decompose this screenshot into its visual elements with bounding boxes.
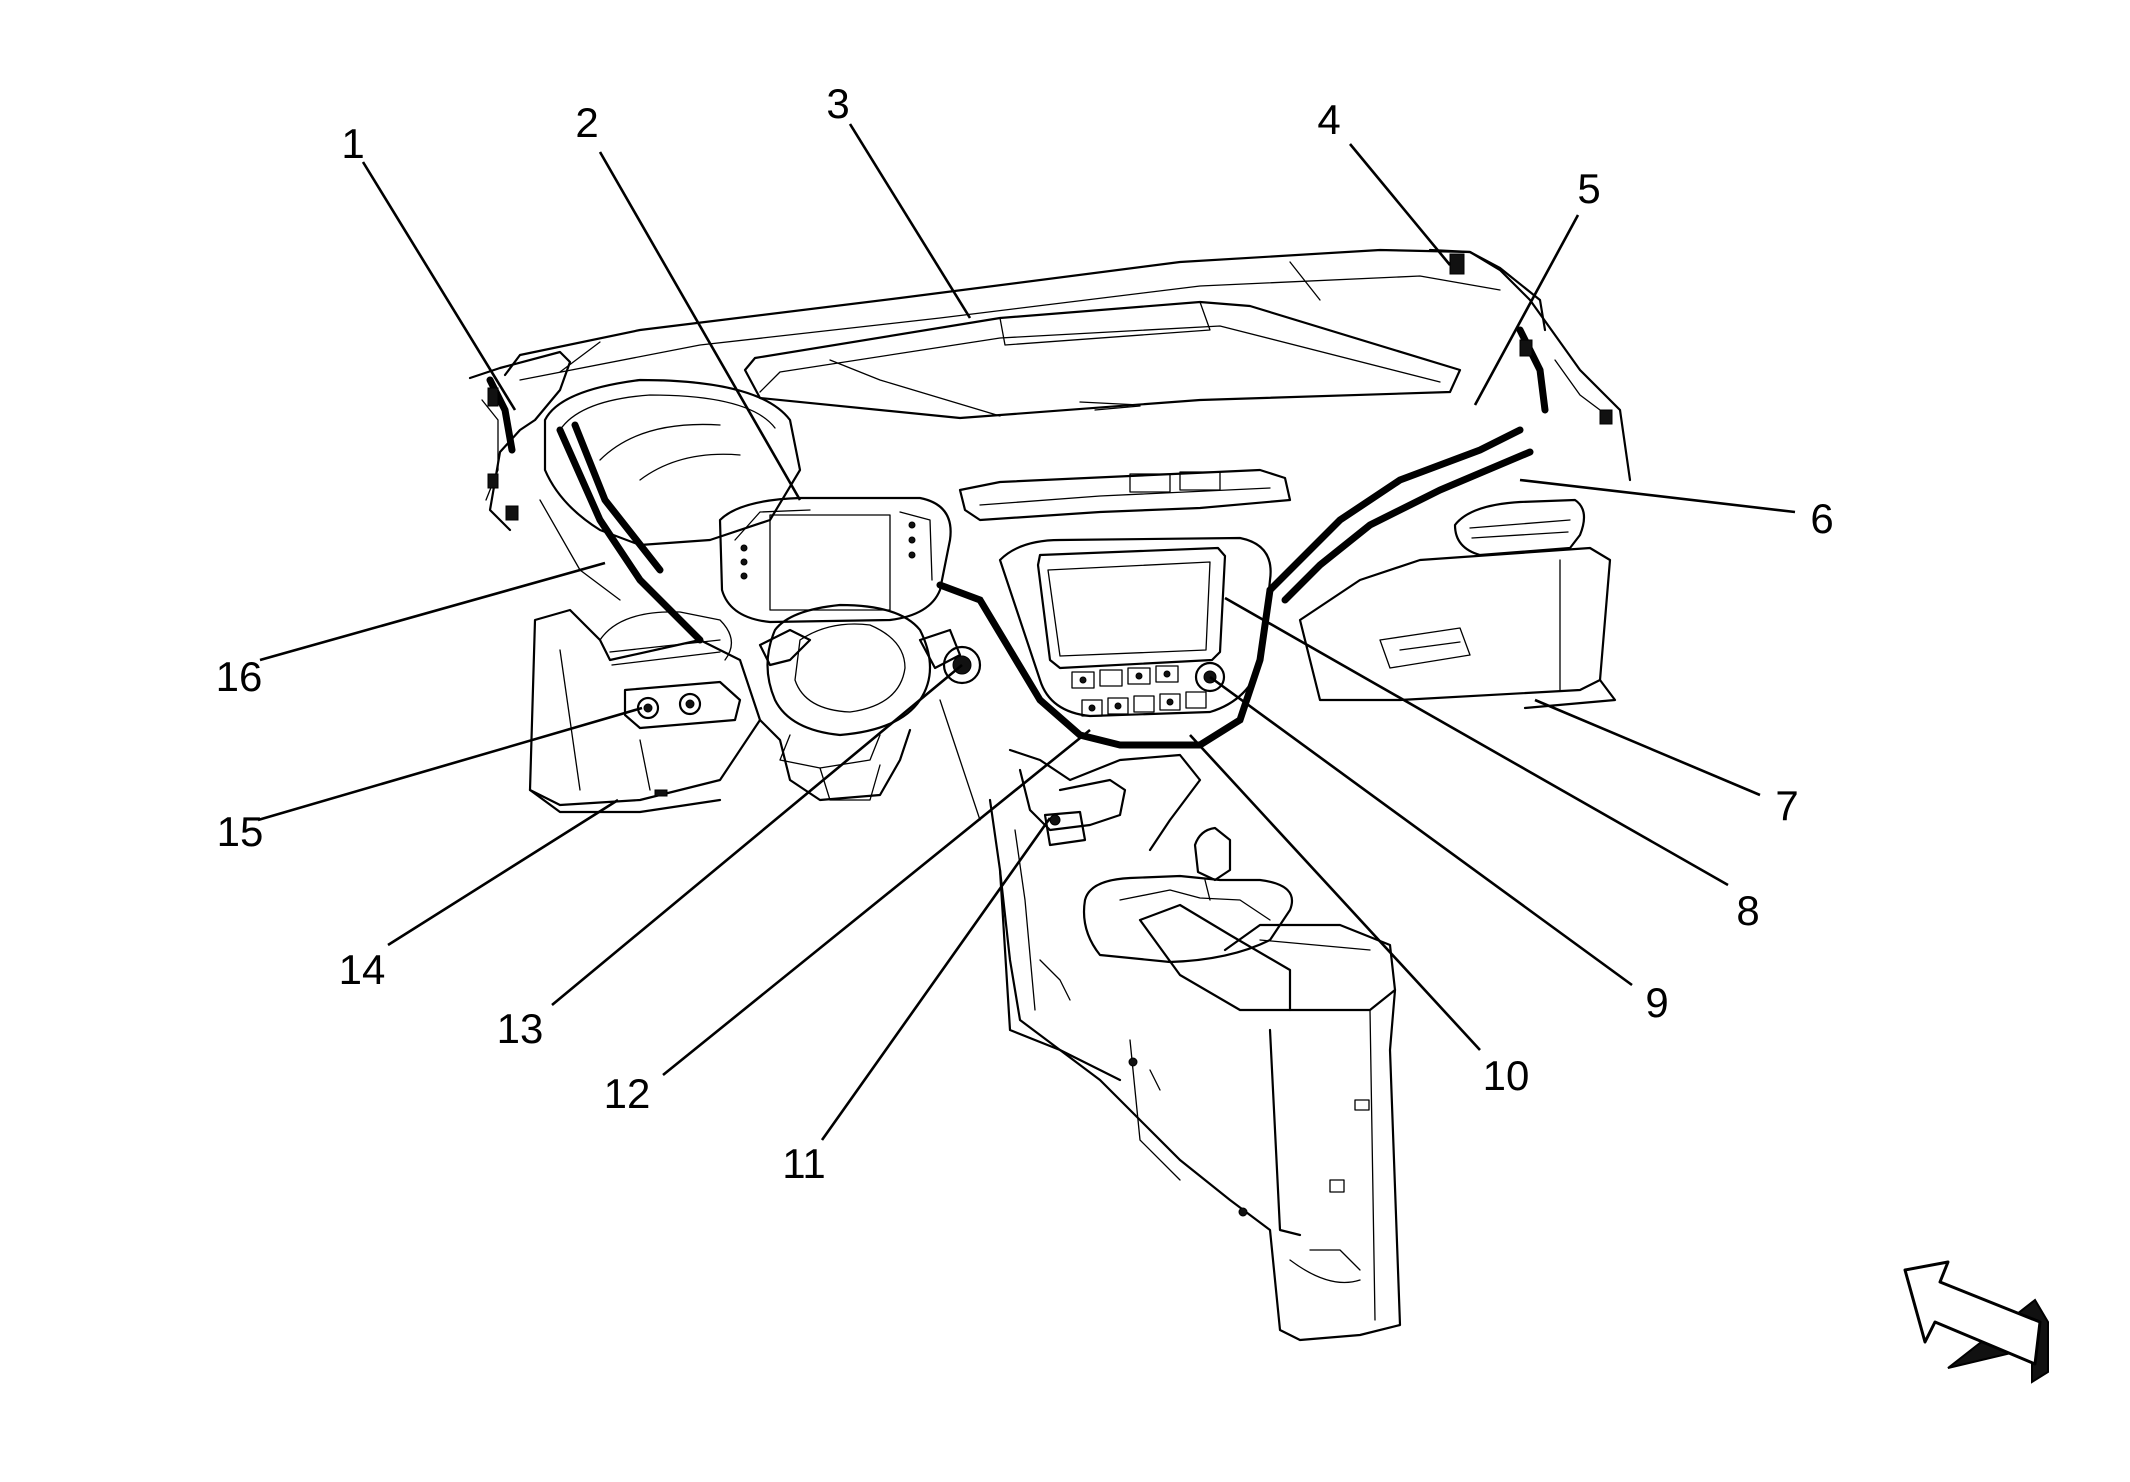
callout-1: 1: [341, 120, 364, 167]
callout-12: 12: [604, 1070, 651, 1117]
leader-line-9: [1209, 675, 1633, 987]
callout-13: 13: [497, 1005, 544, 1052]
leader-line-5: [1473, 214, 1580, 406]
leader-line-4: [1348, 143, 1452, 266]
center-stack-buttons-upper: [1071, 665, 1179, 689]
callout-9: 9: [1645, 979, 1668, 1026]
callout-14: 14: [339, 946, 386, 993]
instrument-panel-drawing: [468, 248, 1632, 1342]
callout-labels: 1 2 3 4 5 6 7 8 9 10 11 12 13 14 15 16: [216, 80, 1834, 1187]
callout-4: 4: [1317, 96, 1340, 143]
leader-line-7: [1534, 698, 1761, 797]
center-stack-buttons-lower: [1081, 691, 1207, 717]
callout-8: 8: [1736, 887, 1759, 934]
leader-line-3: [848, 123, 972, 319]
callout-16: 16: [216, 653, 263, 700]
callout-15: 15: [217, 808, 264, 855]
forward-direction-arrow-icon: [1903, 1260, 2049, 1384]
leader-lines: [257, 123, 1796, 1141]
leader-line-14: [387, 798, 619, 947]
leader-line-6: [1519, 478, 1796, 514]
leader-line-10: [1189, 734, 1481, 1051]
callout-11: 11: [782, 1140, 826, 1187]
callout-5: 5: [1577, 165, 1600, 212]
leader-line-11: [820, 817, 1052, 1141]
leader-line-13: [551, 663, 963, 1007]
leader-line-1: [361, 161, 517, 411]
leader-line-12: [662, 728, 1091, 1077]
callout-7: 7: [1775, 782, 1798, 829]
callout-2: 2: [575, 99, 598, 146]
callout-3: 3: [826, 80, 849, 127]
leader-line-2: [598, 151, 802, 501]
callout-6: 6: [1810, 495, 1833, 542]
leader-line-8: [1224, 596, 1729, 887]
callout-10: 10: [1483, 1052, 1530, 1099]
leader-line-16: [259, 561, 606, 662]
leader-line-15: [257, 706, 643, 822]
